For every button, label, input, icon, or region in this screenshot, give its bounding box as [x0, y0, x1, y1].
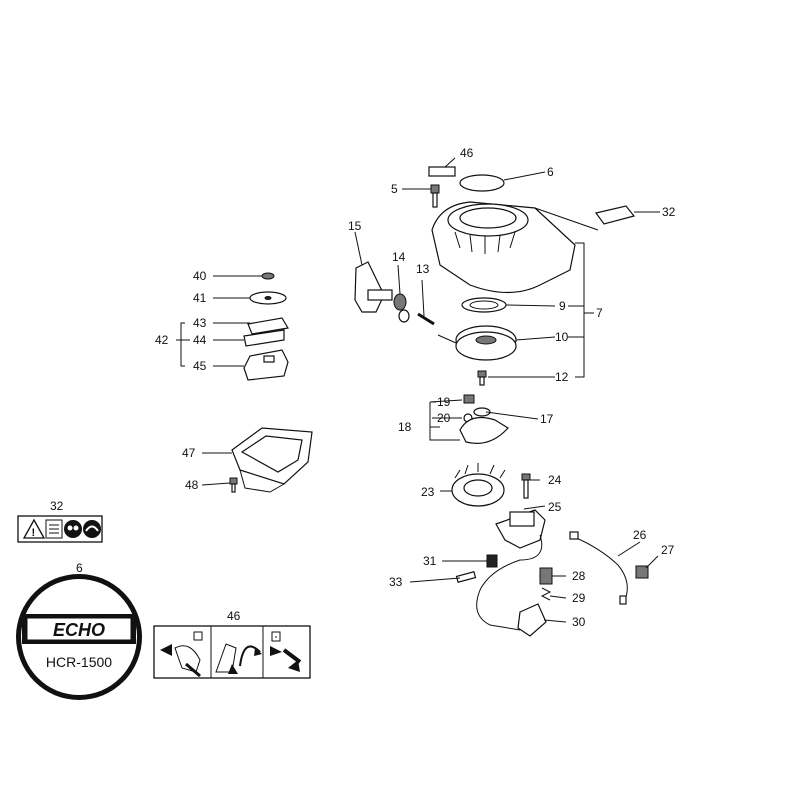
bolt-5-part — [430, 184, 440, 208]
ignition-coil-25-part — [476, 509, 546, 631]
spring-29-part — [540, 587, 552, 601]
washer-41-part — [249, 291, 287, 305]
label-46-part — [428, 166, 456, 177]
svg-text:!: ! — [32, 527, 36, 539]
callout-42: 42 — [155, 333, 169, 347]
spark-terminal-28-part — [539, 567, 553, 585]
instruction-label-number: 46 — [227, 609, 241, 623]
cleaner-parts-43-44 — [243, 317, 289, 347]
callout-24: 24 — [548, 473, 562, 487]
callout-12: 12 — [555, 370, 569, 384]
callout-5: 5 — [391, 182, 398, 196]
callout-41: 41 — [193, 291, 207, 305]
callout-14: 14 — [392, 250, 406, 264]
callout-13: 13 — [416, 262, 430, 276]
pawl-assembly-18-part — [459, 394, 509, 444]
cover-45-part — [243, 349, 289, 381]
callout-32: 32 — [662, 205, 676, 219]
starter-housing-part — [431, 201, 576, 294]
plug-cap-30-part — [517, 603, 547, 637]
callout-28: 28 — [572, 569, 586, 583]
pull-start-icon — [215, 643, 262, 674]
wire-26-part — [569, 531, 628, 605]
callout-6: 6 — [547, 165, 554, 179]
callout-19: 19 — [437, 395, 451, 409]
flywheel-23-part — [451, 463, 506, 507]
callout-17: 17 — [540, 412, 554, 426]
callout-33: 33 — [389, 575, 403, 589]
decal-6-part — [459, 174, 505, 192]
callout-46: 46 — [460, 146, 474, 160]
callout-30: 30 — [572, 615, 586, 629]
callout-18: 18 — [398, 420, 412, 434]
callout-numbers: 46 6 5 32 15 14 13 9 7 10 12 40 41 42 43… — [155, 146, 676, 629]
callout-9: 9 — [559, 299, 566, 313]
run-icon — [270, 631, 302, 672]
callout-7: 7 — [596, 306, 603, 320]
callout-10: 10 — [555, 330, 569, 344]
leader-lines — [176, 157, 660, 623]
bolt-24-part — [521, 473, 531, 499]
callout-20: 20 — [437, 411, 451, 425]
callout-29: 29 — [572, 591, 586, 605]
screw-48-part — [229, 477, 238, 493]
tube-33-part — [455, 571, 477, 583]
clip-27-part — [635, 565, 649, 579]
case-47-part — [231, 427, 313, 493]
nut-40-part — [261, 272, 275, 280]
brand-decal: 6 ECHO HCR-1500 — [16, 561, 142, 700]
decal-model: HCR-1500 — [46, 654, 112, 670]
decal-brand: ECHO — [53, 620, 105, 640]
callout-23: 23 — [421, 485, 435, 499]
callout-43: 43 — [193, 316, 207, 330]
decal-number: 6 — [76, 561, 83, 575]
label-32-part — [594, 205, 636, 225]
pulley-10-part — [437, 325, 517, 361]
instruction-label: 46 — [153, 609, 311, 679]
rope-13-part — [417, 312, 435, 326]
grommet-31-part — [486, 554, 498, 568]
callout-25: 25 — [548, 500, 562, 514]
bushing-14-part — [393, 293, 410, 323]
choke-icon — [160, 631, 203, 678]
ear-protection-icon — [83, 520, 101, 538]
callout-45: 45 — [193, 359, 207, 373]
screw-12-part — [477, 370, 487, 386]
callout-31: 31 — [423, 554, 437, 568]
callout-40: 40 — [193, 269, 207, 283]
warning-label: 32 ! — [17, 499, 103, 543]
spring-9-part — [461, 297, 507, 313]
handle-15-part — [354, 261, 393, 313]
callout-47: 47 — [182, 446, 196, 460]
callout-48: 48 — [185, 478, 199, 492]
callout-44: 44 — [193, 333, 207, 347]
callout-15: 15 — [348, 219, 362, 233]
eye-protection-icon — [64, 520, 82, 538]
warning-triangle-icon — [22, 518, 46, 539]
callout-27: 27 — [661, 543, 675, 557]
callout-26: 26 — [633, 528, 647, 542]
warning-label-number: 32 — [50, 499, 64, 513]
